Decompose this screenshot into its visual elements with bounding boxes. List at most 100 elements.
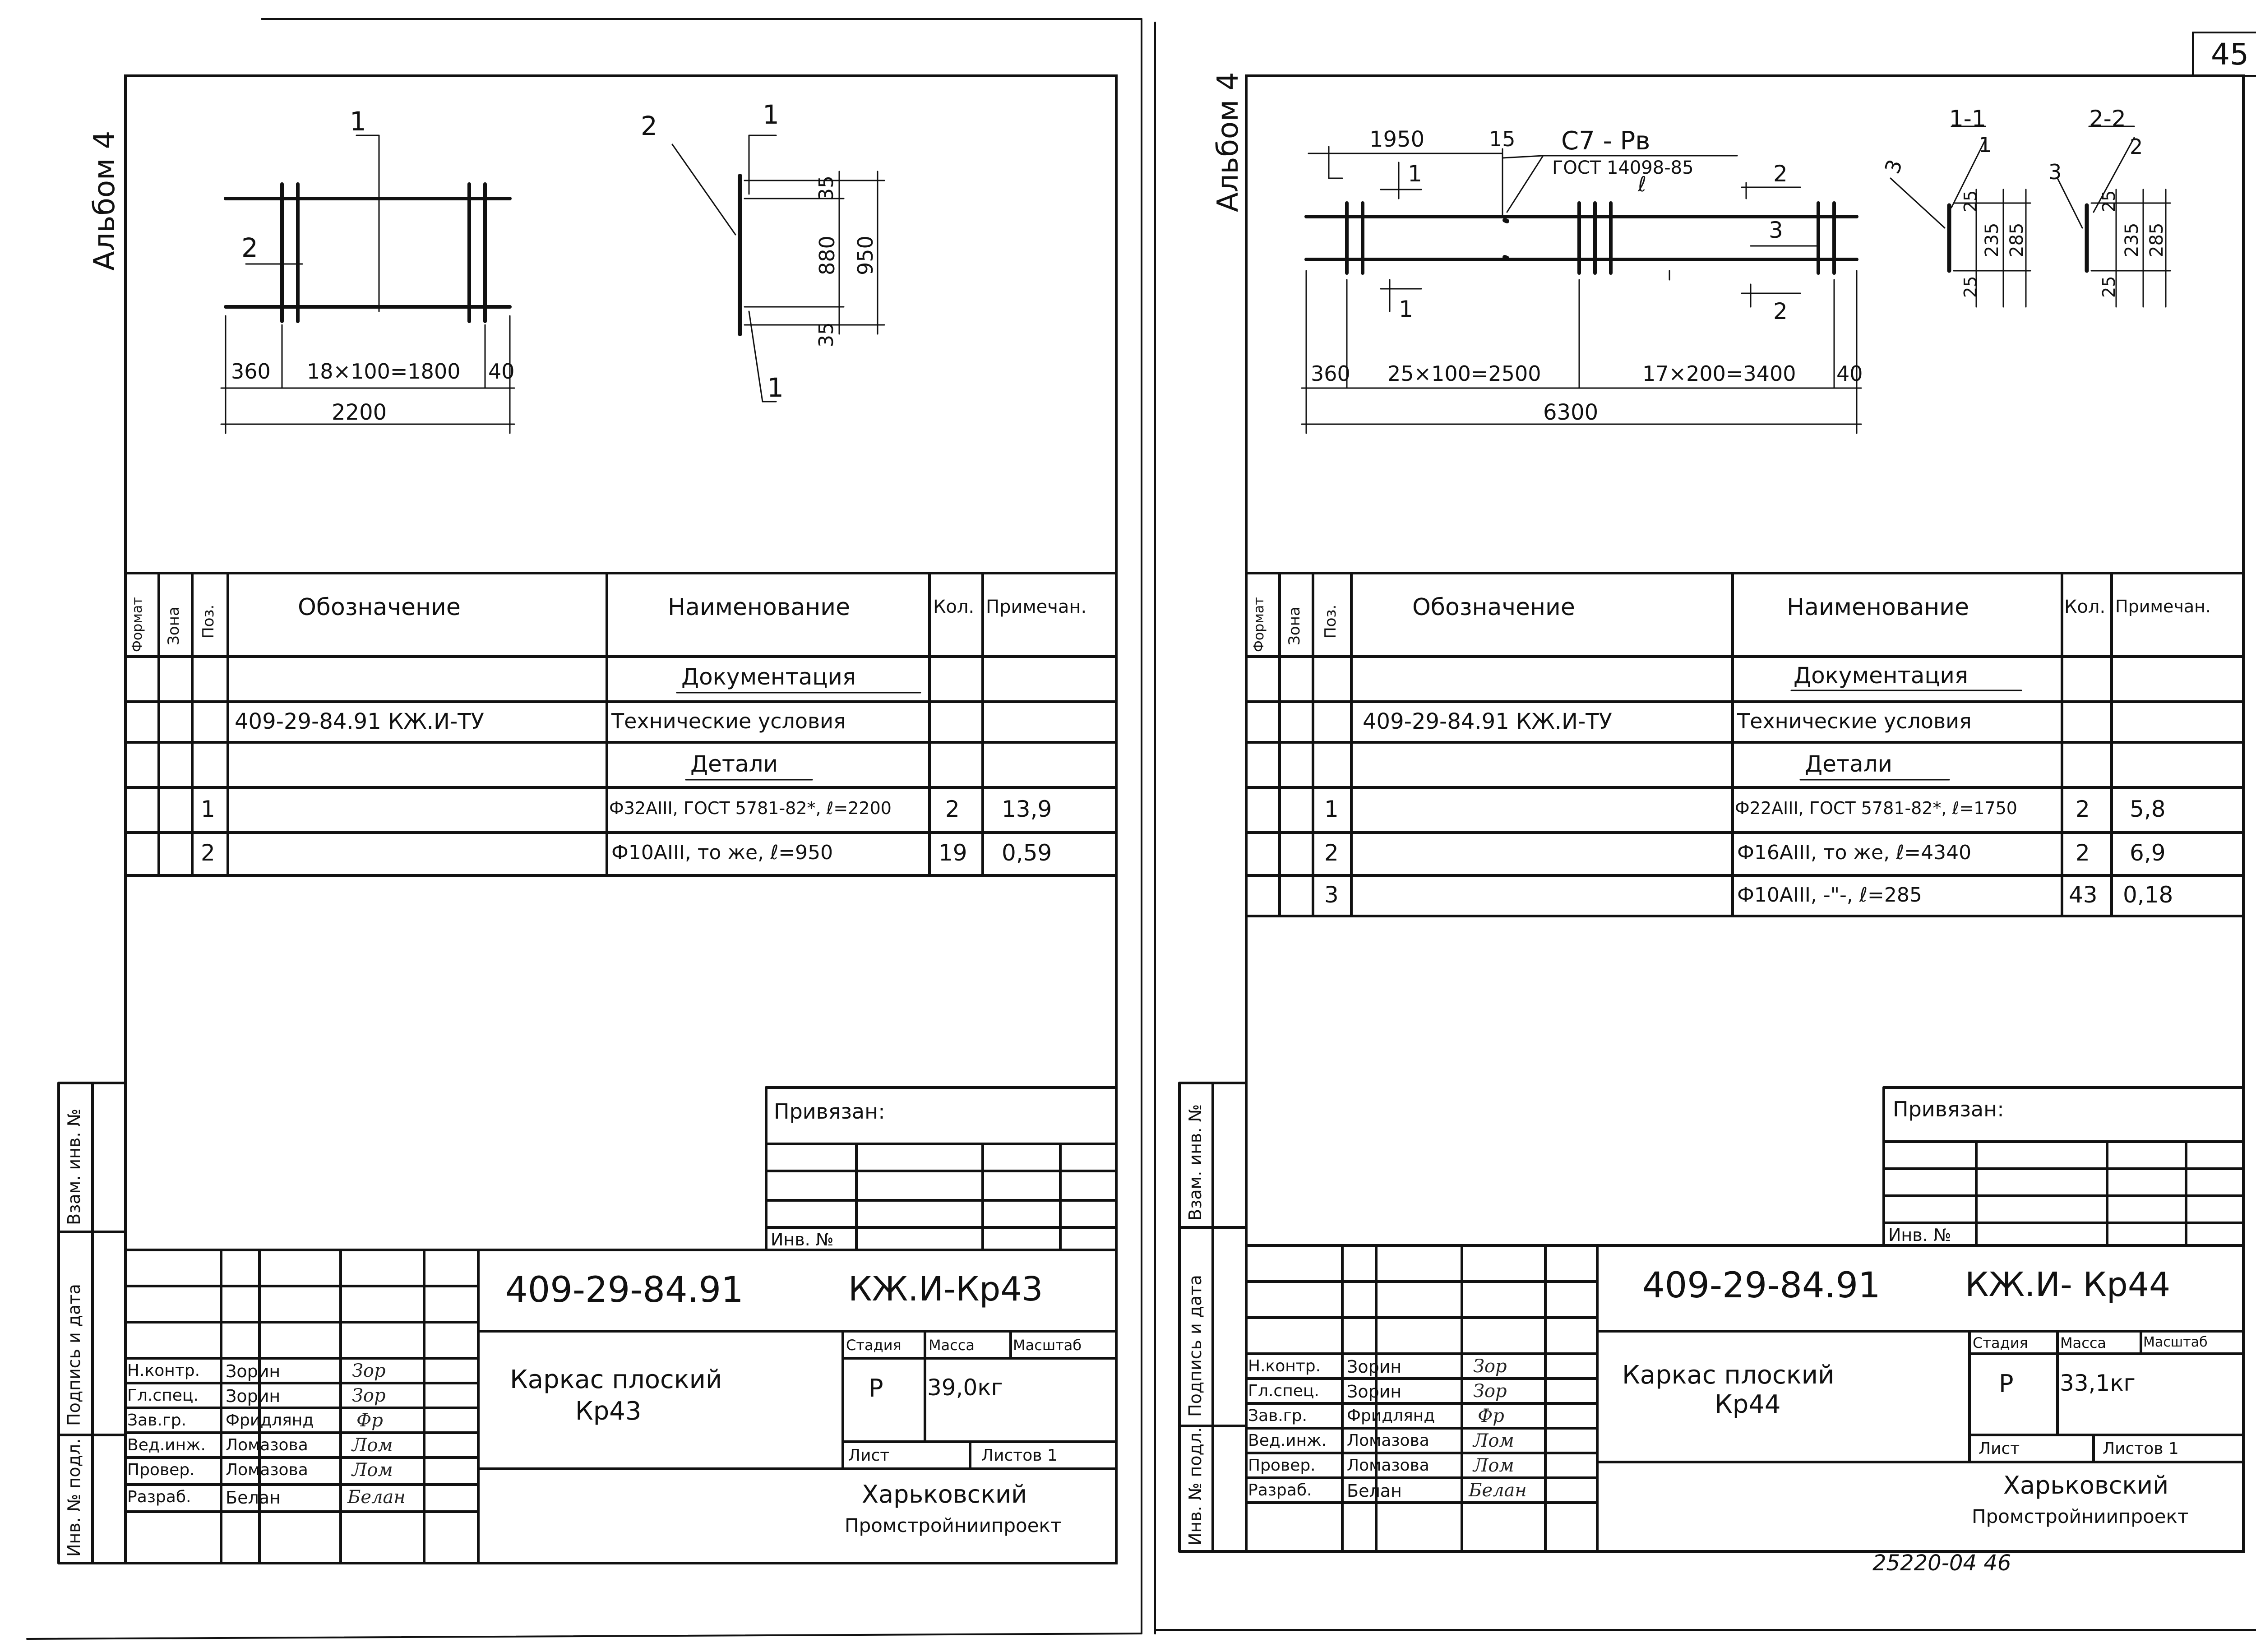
left-title-code: 409-29-84.91 [505, 1270, 744, 1310]
left-title-mass: 39,0кг [927, 1374, 1003, 1401]
right-spec-row3-pos: 3 [1324, 882, 1339, 908]
right-plan-dim-total: 6300 [1543, 400, 1599, 425]
right-plan-weld: С7 - Рв [1561, 126, 1650, 156]
right-role-4: Вед.инж. [1248, 1431, 1327, 1450]
right-plan-cut1-top: 1 [1408, 161, 1422, 187]
right-title-grid [1245, 1244, 2245, 1553]
right-plan-cut1-bottom: 1 [1399, 296, 1413, 322]
left-spec-row1-pos: 1 [201, 796, 215, 822]
right-role-3-sign: Фр [1478, 1406, 1504, 1426]
right-sec1-d25b: 25 [1960, 276, 1980, 298]
right-title-stage-h: Стадия [1973, 1334, 2028, 1351]
left-title-list: Лист [848, 1446, 890, 1465]
right-title-mass-h: Масса [2060, 1334, 2107, 1351]
right-spec-row3-note: 0,18 [2123, 882, 2173, 908]
right-title-scale-h: Масштаб [2143, 1334, 2208, 1350]
left-title-lists: Листов 1 [981, 1446, 1058, 1465]
right-sec2-title: 2-2 [2089, 106, 2126, 132]
left-role-5-name: Ломазова [226, 1461, 308, 1479]
right-binding-inv: Инв. № [1888, 1225, 1951, 1245]
right-title-lists: Листов 1 [2103, 1439, 2179, 1458]
right-spec-row2-note: 6,9 [2130, 840, 2166, 866]
right-spec-grid [1245, 572, 2245, 917]
right-binding-grid [1882, 1086, 2245, 1247]
left-side-inv-podl: Инв. № подл. [64, 1438, 84, 1557]
left-plan-pos2: 2 [241, 232, 258, 263]
right-spec-row1-pos: 1 [1324, 796, 1339, 822]
left-spec-row1-note: 13,9 [1002, 796, 1052, 822]
footer-code: 25220-04 46 [1872, 1550, 2011, 1576]
right-weld-marks [1502, 218, 1509, 260]
right-spec-doc-designation: 409-29-84.91 КЖ.И-ТУ [1363, 709, 1612, 734]
left-title-grid [124, 1249, 1118, 1564]
album-label-right: Альбом 4 [1211, 72, 1245, 212]
right-title-name2: Кр44 [1715, 1390, 1781, 1419]
right-role-5-name: Ломазова [1347, 1456, 1429, 1475]
left-section-dims [671, 134, 885, 403]
left-plan-dim-mid: 18×100=1800 [307, 359, 461, 384]
right-spec-row2-name: Ф16АIII, то же, ℓ=4340 [1737, 841, 1972, 864]
right-spec-section-details: Детали [1805, 751, 1893, 777]
right-role-3-name: Фридлянд [1347, 1407, 1435, 1425]
right-spec-row1-qty: 2 [2076, 796, 2090, 822]
right-title-name1: Каркас плоский [1622, 1360, 1835, 1390]
left-title-mass-h: Масса [929, 1337, 975, 1354]
left-spec-row1-qty: 2 [945, 796, 960, 822]
left-spec-header-format: Формат [129, 597, 145, 652]
right-spec-header-pos: Поз. [1322, 604, 1340, 639]
right-title-mass: 33,1кг [2060, 1370, 2136, 1396]
page-number: 45 [2211, 37, 2249, 72]
left-role-2-sign: Зор [352, 1385, 386, 1406]
right-section-dims [1890, 125, 2171, 308]
right-sec1-d25a: 25 [1960, 190, 1980, 212]
left-role-1-sign: Зор [352, 1360, 386, 1381]
left-plan-dim-left: 360 [231, 359, 271, 384]
right-plan-dim-1950: 1950 [1369, 127, 1425, 152]
left-role-3: Зав.гр. [127, 1411, 187, 1430]
left-plan-dim-right: 40 [488, 359, 515, 384]
left-title-org1: Харьковский [862, 1480, 1027, 1509]
right-plan-dim-a: 25×100=2500 [1387, 361, 1541, 386]
left-spec-header-designation: Обозначение [298, 594, 461, 621]
left-role-4-name: Ломазова [226, 1436, 308, 1454]
left-binding-grid [765, 1086, 1118, 1251]
right-role-2-sign: Зор [1473, 1381, 1507, 1402]
right-plan-cut2-bottom: 2 [1773, 298, 1788, 324]
right-sec2-d25b: 25 [2099, 276, 2119, 298]
left-binding-inv: Инв. № [771, 1230, 834, 1249]
left-title-name1: Каркас плоский [510, 1365, 722, 1394]
right-role-1-name: Зорин [1347, 1357, 1402, 1377]
right-spec-row1-name: Ф22АIII, ГОСТ 5781-82*, ℓ=1750 [1735, 798, 2017, 818]
left-spec-header-pos: Поз. [199, 604, 217, 639]
right-sec2-pos3: 3 [2048, 160, 2062, 184]
left-side-vzam: Взам. инв. № [64, 1108, 84, 1225]
right-plan-dim-15: 15 [1489, 127, 1516, 151]
right-title-mark: КЖ.И- Кр44 [1965, 1265, 2171, 1304]
left-side-podpis: Подпись и дата [64, 1284, 84, 1426]
left-spec-header-name: Наименование [668, 594, 851, 621]
right-binding-label: Привязан: [1893, 1097, 2004, 1121]
right-side-podpis: Подпись и дата [1185, 1275, 1205, 1417]
left-spec-header-zone: Зона [165, 606, 183, 645]
left-role-1: Н.контр. [127, 1361, 200, 1380]
left-title-mark: КЖ.И-Кр43 [848, 1270, 1043, 1309]
right-title-stage: Р [1999, 1370, 2014, 1398]
left-role-6-name: Белан [226, 1488, 281, 1508]
right-role-2-name: Зорин [1347, 1382, 1402, 1402]
right-spec-section-docs: Документация [1794, 662, 1968, 689]
left-section-pos1-top: 1 [763, 99, 779, 130]
right-sec1-title: 1-1 [1949, 106, 1986, 132]
left-section-pos2: 2 [641, 111, 657, 141]
right-role-4-name: Ломазова [1347, 1431, 1429, 1450]
right-sec1-pos: 1 [1979, 133, 1992, 157]
right-plan-cut2-top: 2 [1773, 161, 1788, 187]
left-spec-doc-name: Технические условия [611, 709, 846, 733]
left-spec-row2-pos: 2 [201, 840, 215, 866]
left-role-2: Гл.спец. [127, 1386, 199, 1405]
right-spec-doc-name: Технические условия [1737, 709, 1972, 733]
right-plan-dims [1301, 146, 1862, 434]
left-spec-row2-name: Ф10АIII, то же, ℓ=950 [611, 841, 833, 864]
right-role-6-name: Белан [1347, 1481, 1402, 1501]
